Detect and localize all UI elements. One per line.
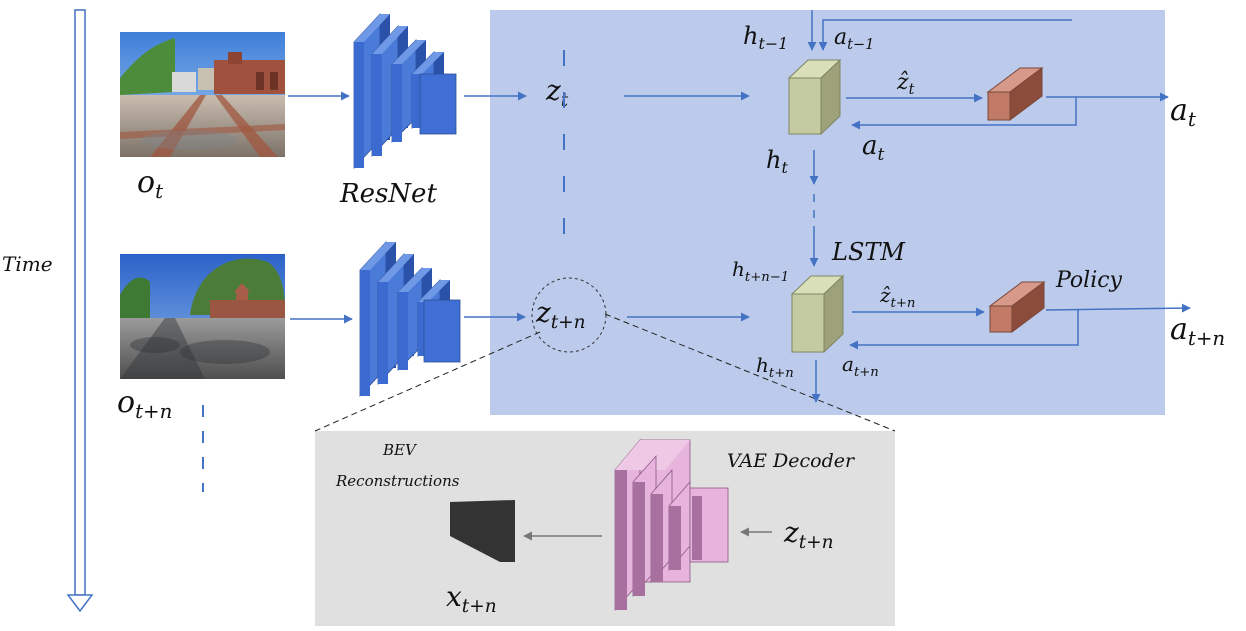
label-zhat-tn: ẑt+n bbox=[879, 283, 915, 311]
label-zhat-t: ẑt bbox=[896, 70, 915, 98]
policy-label: Policy bbox=[1055, 268, 1123, 293]
encoder-label: ResNet bbox=[339, 179, 437, 209]
label-h-t: ht bbox=[766, 146, 788, 177]
policy-block-top bbox=[986, 67, 1044, 121]
zoom-guide-right bbox=[604, 313, 896, 432]
vae-decoder-label: VAE Decoder bbox=[727, 450, 856, 472]
bev-label-line1: BEV bbox=[382, 441, 418, 459]
vae-decoder-stack bbox=[614, 438, 729, 612]
bev-reconstruction-shape bbox=[450, 500, 515, 562]
resnet-encoder-top bbox=[353, 12, 457, 170]
zoom-guide-left bbox=[314, 331, 541, 432]
decoder-panel bbox=[315, 431, 895, 626]
feedback-label-a-t: at bbox=[862, 131, 885, 165]
observation-image-t-plus-n bbox=[120, 254, 285, 379]
time-axis-label: Time bbox=[2, 252, 53, 276]
label-a-prev: at−1 bbox=[834, 25, 874, 53]
arrow-a-prev bbox=[818, 19, 1072, 51]
action-label-t: at bbox=[1170, 93, 1196, 131]
lstm-label: LSTM bbox=[831, 238, 906, 266]
lstm-cell-top bbox=[787, 58, 842, 136]
latent-zoom-circle bbox=[531, 277, 607, 353]
observation-image-t bbox=[120, 32, 285, 157]
arrow-action-t-feedback bbox=[851, 97, 1077, 130]
label-h-tn: ht+n bbox=[756, 353, 794, 381]
bev-label-line2: Reconstructions bbox=[335, 472, 460, 490]
policy-block-bottom bbox=[988, 281, 1046, 333]
lstm-cell-bottom bbox=[790, 274, 845, 354]
feedback-label-a-tn: at+n bbox=[842, 352, 879, 380]
decoder-output-label: xt+n bbox=[446, 580, 497, 617]
time-axis-arrow bbox=[66, 9, 94, 613]
action-label-t-plus-n: at+n bbox=[1170, 312, 1225, 350]
resnet-encoder-bottom bbox=[359, 240, 461, 398]
label-h-tn-prev: ht+n−1 bbox=[732, 257, 789, 285]
latent-label-t-plus-n: zt+n bbox=[535, 296, 586, 333]
arrow-action-tn-feedback bbox=[849, 310, 1079, 350]
observation-label-t-plus-n: ot+n bbox=[117, 385, 172, 423]
arrow-action-tn-out bbox=[1045, 303, 1191, 313]
observation-label-t: ot bbox=[137, 165, 163, 203]
label-h-prev: ht−1 bbox=[743, 22, 788, 53]
decoder-input-label: zt+n bbox=[783, 516, 834, 553]
